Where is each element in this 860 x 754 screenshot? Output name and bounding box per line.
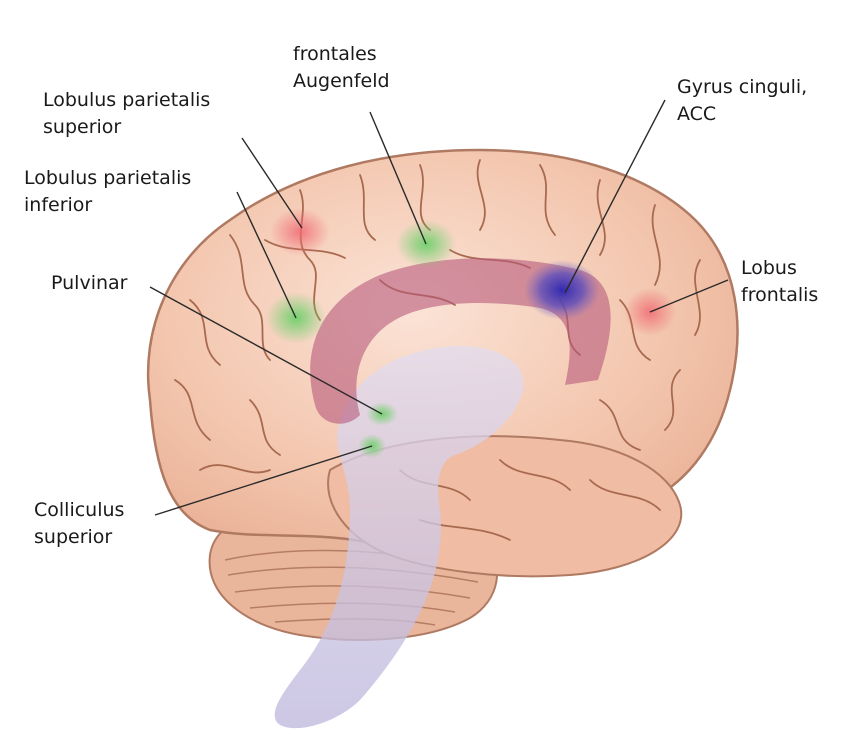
acc-spot (524, 260, 600, 320)
label-lobus-frontalis: Lobus frontalis (741, 255, 818, 309)
label-gyrus-cinguli: Gyrus cinguli, ACC (677, 74, 807, 128)
label-frontales-augenfeld: frontales Augenfeld (293, 41, 390, 95)
label-colliculus-superior: Colliculus superior (34, 497, 124, 551)
label-lobulus-parietalis-superior: Lobulus parietalis superior (43, 87, 210, 141)
label-lobulus-parietalis-inferior: Lobulus parietalis inferior (24, 165, 191, 219)
lobulus-parietalis-superior-spot (270, 208, 330, 256)
label-pulvinar: Pulvinar (51, 270, 127, 297)
